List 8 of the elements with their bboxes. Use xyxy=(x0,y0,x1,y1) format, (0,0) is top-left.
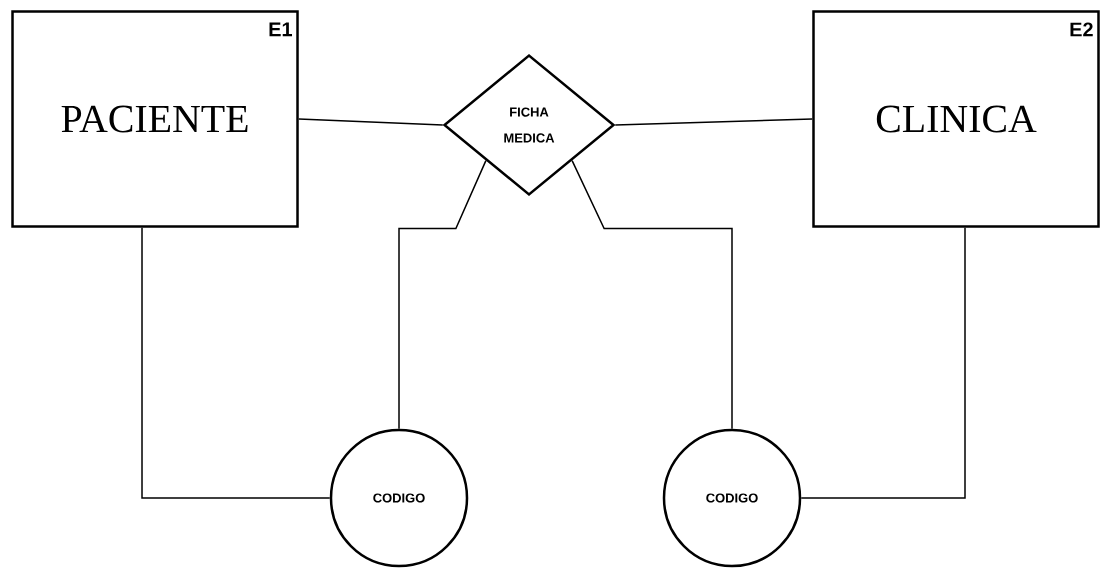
connector-line xyxy=(800,227,966,499)
connector-line xyxy=(298,118,444,126)
connector-line xyxy=(141,227,331,499)
connector-line xyxy=(614,118,813,126)
entity-number: E1 xyxy=(269,22,292,37)
entity-number: E2 xyxy=(1070,22,1093,37)
connector-line xyxy=(571,159,733,430)
connector-line xyxy=(398,159,487,430)
